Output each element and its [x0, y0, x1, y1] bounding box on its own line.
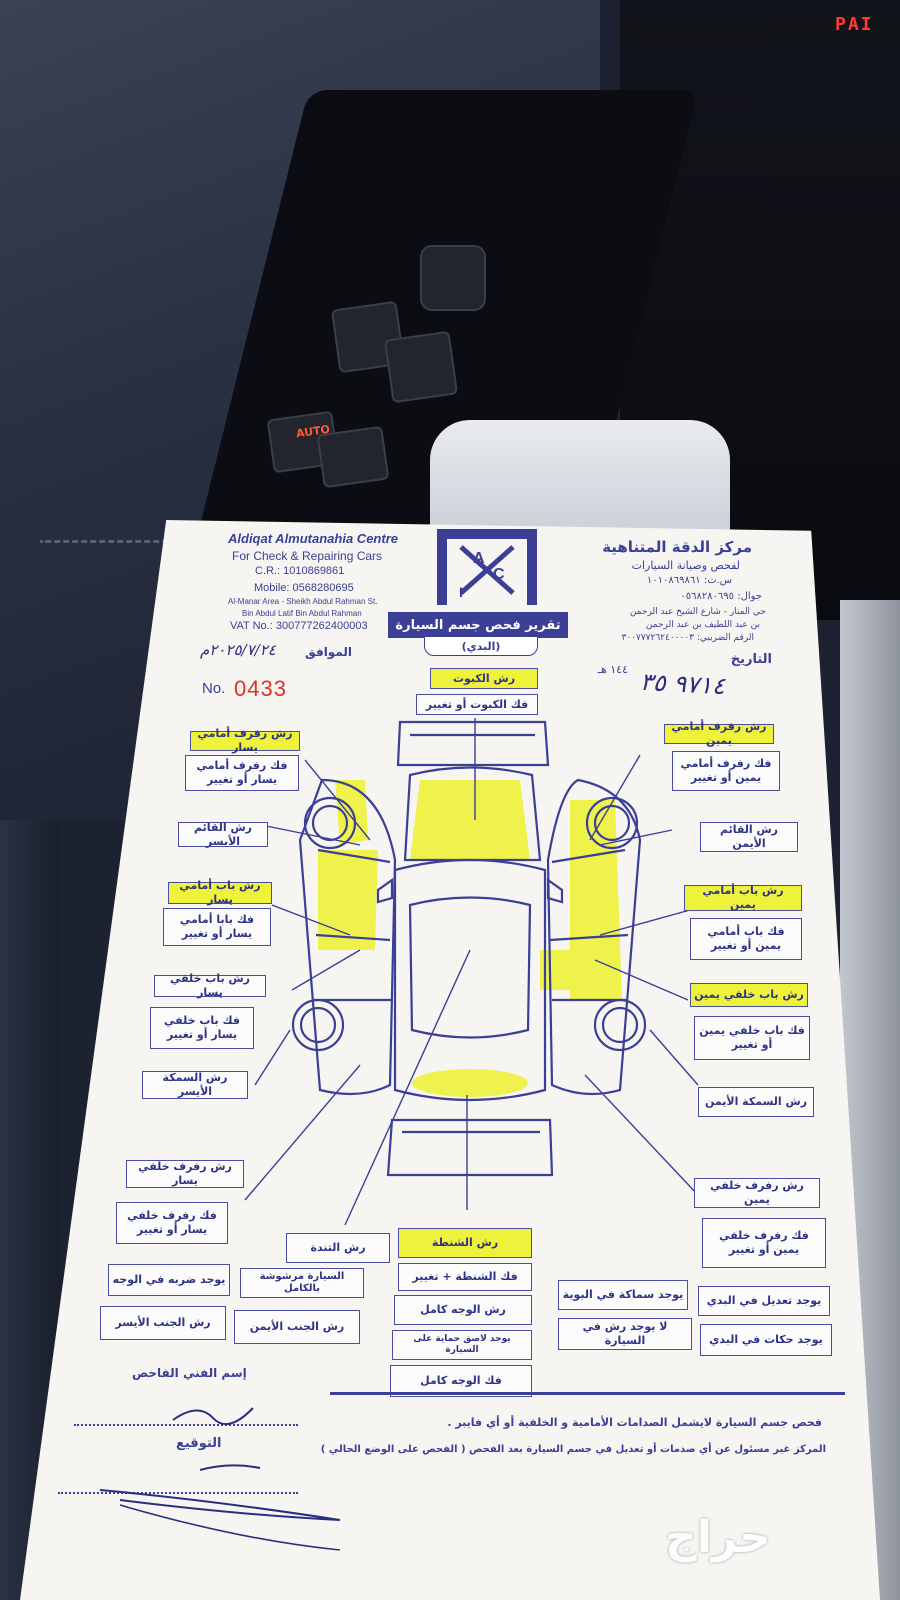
company-name-ar: مركز الدقة المتناهية [602, 538, 752, 556]
label-left-rocker-paint: رش السمكة الأيسر [142, 1071, 248, 1099]
date-gregorian-label: الموافق [305, 645, 352, 659]
company-name-en: Aldiqat Almutanahia Centre [228, 531, 398, 546]
label-paint-thickness: يوجد سماكة في البوية [558, 1280, 688, 1310]
damage-highlights [318, 780, 622, 1097]
label-full-front-remove: فك الوجه كامل [390, 1365, 532, 1397]
report-subtitle: (البدي) [424, 636, 538, 656]
logo-letter-a: A [473, 550, 485, 567]
callout-lines [244, 718, 699, 1226]
company-address-en-1: Al-Manar Area - Sheikh Abdul Rahman St. [228, 597, 378, 606]
label-right-side-paint: رش الجنب الأيمن [234, 1310, 360, 1344]
dashboard-display: PAI [835, 14, 874, 35]
company-address-ar-1: حي المنار - شارع الشيخ عبد الرحمن [629, 607, 766, 617]
note-2: المركز غير مسئول عن أي صدمات أو تعديل في… [320, 1444, 826, 1455]
notes-divider [330, 1392, 845, 1395]
label-right-rear-door-paint: رش باب خلفي يمين [690, 983, 808, 1007]
label-trunk-paint: رش الشنطة [398, 1228, 532, 1258]
logo-letter-i: I [459, 584, 463, 600]
company-cr-ar: س.ت: ١٠١٠٨٦٩٨٦١ [646, 575, 732, 586]
label-protection-film: يوجد لاصق حماية على السيارة [392, 1330, 532, 1360]
date-label: التاريخ [730, 652, 772, 667]
label-right-rear-fender-paint: رش رفرف خلفي يمين [694, 1178, 820, 1208]
company-vat-ar: الرقم الضريبي: ٣٠٠٧٧٧٢٦٢٤٠٠٠٠٣ [621, 633, 754, 643]
technician-label: إسم الفني الفاحص [132, 1366, 247, 1380]
label-right-rear-door-replace: فك باب خلفي يمين أو تغيير [694, 1016, 810, 1060]
report-title: تقرير فحص جسم السيارة [388, 612, 568, 638]
label-hood-paint: رش الكبوت [430, 668, 538, 689]
label-body-scratches: يوجد حكات في البدي [700, 1324, 832, 1356]
label-right-rear-fender-replace: فك رفرف خلفي يمين أو تغيير [702, 1218, 826, 1268]
label-right-front-fender-paint: رش رفرف أمامي يمين [664, 720, 774, 747]
label-left-front-fender-replace: فك رفرف أمامي يسار أو تغيير [185, 755, 299, 791]
report-number: 0433 [234, 676, 287, 701]
date-gregorian-value: ٢٠٢٥/٧/٢٤م [200, 641, 276, 659]
label-left-front-door-replace: فك بابا أمامي يسار أو تغيير [163, 908, 271, 946]
haraj-watermark: حراج [665, 1512, 771, 1563]
label-trunk-replace: فك الشنطة + تغيير [398, 1263, 532, 1291]
number-label: No. [202, 680, 226, 697]
label-full-front-paint: رش الوجه كامل [394, 1295, 532, 1325]
technician-signature [172, 1407, 254, 1426]
customer-signature [99, 1464, 341, 1551]
label-body-modification: يوجد تعديل في البدي [698, 1286, 830, 1316]
label-right-front-door-replace: فك باب أمامي يمين أو تغيير [690, 918, 802, 960]
label-no-paint: لا يوجد رش في السيارة [558, 1318, 692, 1350]
label-left-rear-fender-replace: فك رفرف خلفي يسار أو تغيير [116, 1202, 228, 1244]
label-left-rear-fender-paint: رش رفرف خلفي يسار [126, 1160, 244, 1188]
company-logo: A C I [437, 529, 537, 605]
company-mobile-en: Mobile: 0568280695 [254, 582, 354, 594]
technician-name-line [74, 1424, 298, 1426]
note-1: فحص جسم السيارة لايشمل الصدامات الأمامية… [447, 1416, 822, 1429]
label-left-pillar-paint: رش القائم الأيسر [178, 821, 268, 848]
mirror-control-switch [420, 245, 486, 311]
logo-letter-c: C [493, 566, 505, 583]
label-right-pillar-paint: رش القائم الأيمن [700, 822, 798, 852]
label-roof-paint: رش التندة [286, 1233, 390, 1263]
label-left-rear-door-replace: فك باب خلفي يسار أو تغيير [150, 1007, 254, 1049]
company-tagline-en: For Check & Repairing Cars [232, 549, 383, 563]
label-left-front-fender-paint: رش رفرف أمامي يسار [190, 727, 300, 754]
label-left-front-door-paint: رش باب أمامي يسار [168, 879, 272, 906]
company-address-ar-2: بن عبد اللطيف بن عبد الرحمن [645, 620, 760, 630]
company-vat-en: VAT No.: 300777262400003 [230, 620, 368, 632]
date-hijri-suffix: ١٤٤ هـ [597, 663, 628, 676]
label-right-front-door-paint: رش باب أمامي يمين [684, 884, 802, 911]
label-left-rear-door-paint: رش باب خلفي يسار [154, 972, 266, 999]
label-front-hit: يوجد ضربه في الوجه [108, 1264, 230, 1296]
label-hood-replace: فك الكبوت أو تغيير [416, 694, 538, 715]
label-left-side-paint: رش الجنب الأيسر [100, 1306, 226, 1340]
company-tagline-ar: لفحص وصيانة السيارات [631, 559, 740, 572]
company-mobile-ar: جوال: ٠٥٦٨٢٨٠٦٩٥ [680, 591, 762, 602]
label-right-rocker-paint: رش السمكة الأيمن [698, 1087, 814, 1117]
company-cr-en: C.R.: 1010869861 [255, 565, 345, 577]
label-right-front-fender-replace: فك رفرف أمامي يمين أو تغيير [672, 751, 780, 791]
company-address-en-2: Bin Abdul Latif Bin Abdul Rahman [242, 609, 362, 618]
label-fully-painted: السيارة مرشوشة بالكامل [240, 1268, 364, 1298]
signature-label: التوقيع [176, 1436, 222, 1451]
signature-line [58, 1492, 298, 1494]
